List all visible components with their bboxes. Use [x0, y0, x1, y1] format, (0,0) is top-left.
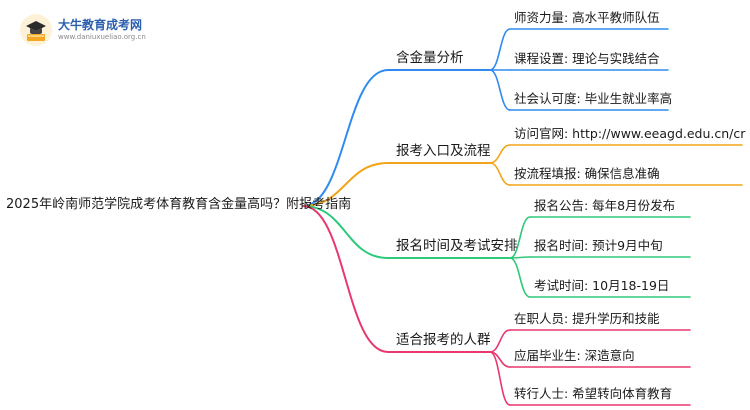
branch-label-target-audience: 适合报考的人群: [396, 332, 491, 348]
root-topic: 2025年岭南师范学院成考体育教育含金量高吗？附报考指南: [6, 197, 352, 212]
leaf-official-site: 访问官网: http://www.eeagd.edu.cn/cr: [514, 126, 746, 141]
branch-label-schedule: 报名时间及考试安排: [396, 238, 518, 254]
leaf-employed: 在职人员: 提升学历和技能: [514, 311, 660, 326]
connector-line: [509, 257, 531, 298]
leaf-announcement: 报名公告: 每年8月份发布: [534, 198, 676, 213]
connector-line: [302, 205, 389, 353]
leaf-curriculum: 课程设置: 理论与实践结合: [514, 51, 660, 66]
brand-url: www.daniuxueliao.org.cn: [58, 33, 146, 41]
connector-line: [509, 216, 531, 259]
connector-line: [302, 205, 389, 259]
connector-line: [302, 69, 389, 207]
connector-line: [489, 329, 511, 353]
leaf-exam-time: 考试时间: 10月18-19日: [534, 278, 670, 293]
brand-name: 大牛教育成考网: [58, 18, 143, 32]
leaf-career-changers: 转行人士: 希望转向体育教育: [514, 386, 673, 401]
leaf-recognition: 社会认可度: 毕业生就业率高: [514, 91, 673, 106]
leaf-registration-time: 报名时间: 预计9月中旬: [534, 238, 663, 253]
branch-label-application-process: 报考入口及流程: [396, 143, 491, 159]
brand-logo: 大牛教育成考网 www.daniuxueliao.org.cn: [18, 12, 168, 48]
graduation-book-icon: [20, 14, 52, 46]
connector-line: [489, 351, 511, 406]
leaf-graduates: 应届毕业生: 深造意向: [514, 348, 635, 363]
connector-line: [489, 69, 511, 111]
connector-line: [489, 162, 511, 186]
leaf-faculty: 师资力量: 高水平教师队伍: [514, 10, 660, 25]
connector-line: [489, 144, 511, 164]
connector-line: [302, 162, 389, 207]
leaf-fill-form: 按流程填报: 确保信息准确: [514, 166, 660, 181]
connector-line: [489, 28, 511, 71]
branch-label-value-analysis: 含金量分析: [396, 50, 464, 66]
